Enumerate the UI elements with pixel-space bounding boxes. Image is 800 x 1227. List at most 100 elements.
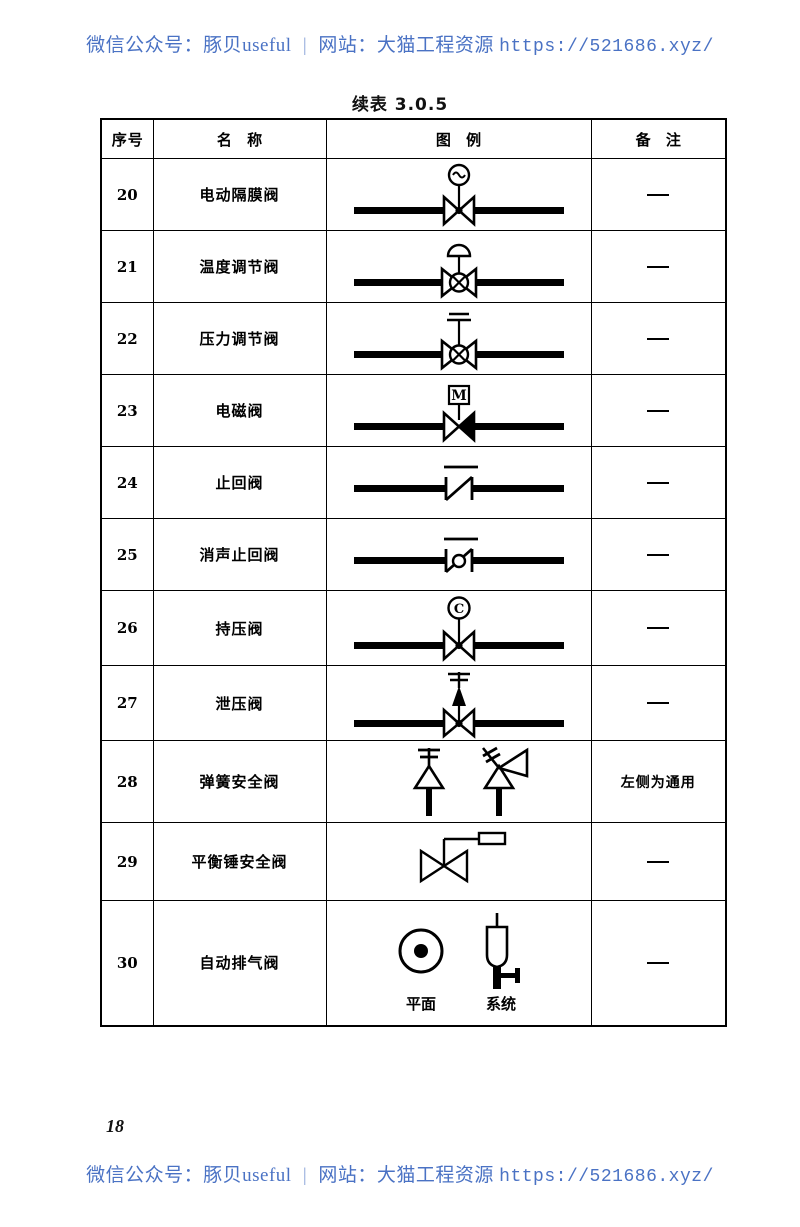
row-symbol-cell: 平面 系统 [325,900,592,1026]
dash-icon [647,337,670,340]
table-row: 21 温度调节阀 [100,230,727,303]
watermark-site-text: 网站：大猫工程资源 [318,1165,494,1186]
svg-text:M: M [451,388,467,404]
row-number: 26 [100,590,154,666]
row-note [590,822,727,901]
row-symbol-cell [325,158,592,231]
table-row: 20 电动隔膜阀 [100,158,727,231]
row-number: 21 [100,230,154,303]
column-header-symbol: 图 例 [325,118,592,159]
automatic-air-vent-valve-symbol: 平面 系统 [327,905,591,1020]
row-note [590,900,727,1026]
row-note [590,158,727,231]
row-number: 23 [100,374,154,447]
legend-table: 序号 名 称 图 例 备 注 20 电动隔膜阀 [100,118,727,1027]
row-symbol-cell [325,518,592,591]
watermark-separator: | [302,1165,308,1186]
page-number: 18 [106,1116,124,1136]
column-header-no: 序号 [100,118,154,159]
row-number: 30 [100,900,154,1026]
table-row: 26 持压阀 C [100,590,727,666]
watermark-url: https://521686.xyz/ [499,37,714,57]
row-number: 25 [100,518,154,591]
row-name: 消声止回阀 [152,518,327,591]
row-note [590,230,727,303]
row-name: 压力调节阀 [152,302,327,375]
row-name: 止回阀 [152,446,327,519]
row-symbol-cell: M [325,374,592,447]
row-symbol-cell [325,822,592,901]
check-valve-symbol [327,453,591,513]
table-row: 25 消声止回阀 [100,518,727,591]
row-name: 自动排气阀 [152,900,327,1026]
row-symbol-cell: C [325,590,592,666]
table-header-row: 序号 名 称 图 例 备 注 [100,118,727,159]
dash-icon [647,409,670,412]
pressure-sustaining-valve-symbol: C [327,592,591,664]
watermark-site-text: 网站：大猫工程资源 [318,35,494,56]
pressure-control-valve-symbol [327,306,591,372]
legend-table-wrapper: 序号 名 称 图 例 备 注 20 电动隔膜阀 [100,118,727,1027]
watermark-wechat-text: 微信公众号：豚贝useful [86,1165,292,1186]
counterweight-safety-valve-symbol [327,825,591,899]
table-body: 20 电动隔膜阀 [100,158,727,1026]
row-name: 平衡锤安全阀 [152,822,327,901]
table-row: 24 止回阀 [100,446,727,519]
row-symbol-cell [325,302,592,375]
table-row: 29 平衡锤安全阀 [100,822,727,901]
table-row: 30 自动排气阀 平面 系 [100,900,727,1026]
row-number: 29 [100,822,154,901]
row-symbol-cell [325,446,592,519]
watermark-top: 微信公众号：豚贝useful | 网站：大猫工程资源 https://52168… [0,30,800,57]
table-title: 续表 3.0.5 [351,95,449,115]
watermark-url: https://521686.xyz/ [499,1167,714,1187]
row-name: 电磁阀 [152,374,327,447]
table-row: 28 弹簧安全阀 [100,740,727,823]
table-row: 22 压力调节阀 [100,302,727,375]
dash-icon [647,481,670,484]
row-note [590,665,727,741]
row-note [590,446,727,519]
spring-safety-valve-symbol [327,742,591,822]
silent-check-valve-symbol [327,525,591,585]
electric-diaphragm-valve-symbol [327,162,591,228]
column-header-note: 备 注 [590,118,727,159]
row-symbol-cell [325,230,592,303]
watermark-wechat-text: 微信公众号：豚贝useful [86,35,292,56]
row-symbol-cell [325,665,592,741]
solenoid-valve-symbol: M [327,378,591,444]
row-number: 20 [100,158,154,231]
table-row: 23 电磁阀 M [100,374,727,447]
row-note: 左侧为通用 [590,740,727,823]
row-name: 持压阀 [152,590,327,666]
row-name: 温度调节阀 [152,230,327,303]
row-symbol-cell [325,740,592,823]
watermark-bottom: 微信公众号：豚贝useful | 网站：大猫工程资源 https://52168… [0,1160,800,1187]
row-note [590,590,727,666]
dash-icon [647,961,670,964]
row-name: 弹簧安全阀 [152,740,327,823]
dash-icon [647,265,670,268]
dash-icon [647,627,670,629]
row-number: 24 [100,446,154,519]
dash-icon [647,553,670,556]
dash-icon [647,860,670,863]
row-note [590,302,727,375]
dash-icon [647,193,670,196]
table-header: 序号 名 称 图 例 备 注 [100,118,727,159]
row-number: 22 [100,302,154,375]
table-row: 27 泄压阀 [100,665,727,741]
row-number: 27 [100,665,154,741]
row-number: 28 [100,740,154,823]
dash-icon [647,702,670,704]
row-note [590,518,727,591]
plan-label: 平面 [405,995,435,1013]
watermark-separator: | [302,35,308,56]
row-note [590,374,727,447]
svg-text:C: C [453,602,463,617]
row-name: 泄压阀 [152,665,327,741]
system-label: 系统 [485,995,515,1013]
temperature-control-valve-symbol [327,234,591,300]
pressure-relief-valve-symbol [327,666,591,740]
column-header-name: 名 称 [152,118,327,159]
